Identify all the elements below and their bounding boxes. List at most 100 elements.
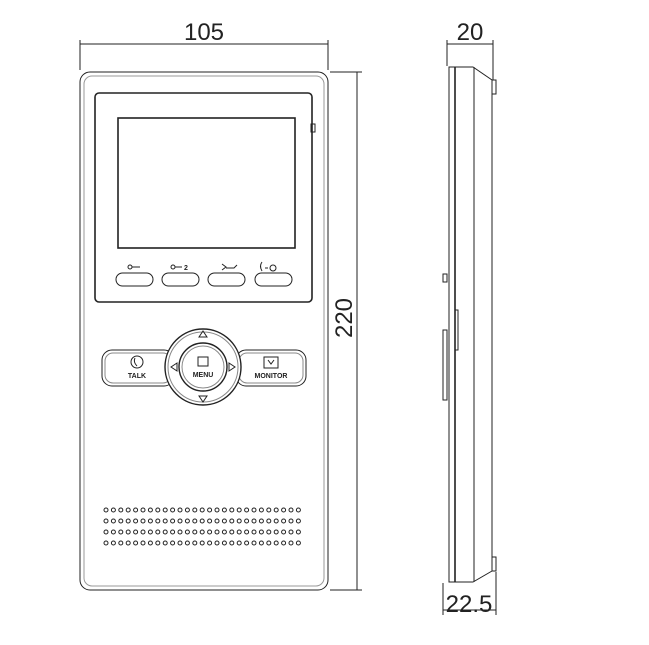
- speaker-hole: [133, 540, 139, 546]
- speaker-hole: [103, 507, 109, 513]
- speaker-hole: [192, 518, 198, 524]
- right-arrow-icon[interactable]: [228, 362, 236, 372]
- speaker-hole: [192, 507, 198, 513]
- speaker-hole: [295, 529, 301, 535]
- speaker-hole: [295, 540, 301, 546]
- speaker-hole: [214, 540, 220, 546]
- speaker-hole: [251, 540, 257, 546]
- handset-transfer-icon: [260, 261, 277, 272]
- menu-button[interactable]: [178, 342, 228, 392]
- speaker-hole: [251, 518, 257, 524]
- menu-icon: [197, 356, 209, 367]
- speaker-hole: [147, 518, 153, 524]
- talk-icon: [130, 355, 144, 369]
- speaker-hole: [266, 529, 272, 535]
- speaker-hole: [288, 529, 294, 535]
- speaker-hole: [221, 518, 227, 524]
- speaker-hole: [147, 540, 153, 546]
- speaker-hole: [110, 529, 116, 535]
- speaker-hole: [258, 507, 264, 513]
- speaker-hole: [177, 529, 183, 535]
- menu-label: MENU: [193, 372, 214, 379]
- speaker-hole: [273, 518, 279, 524]
- speaker-hole: [184, 540, 190, 546]
- speaker-hole: [155, 529, 161, 535]
- speaker-hole: [288, 507, 294, 513]
- speaker-hole: [125, 507, 131, 513]
- speaker-hole: [170, 518, 176, 524]
- speaker-hole: [184, 507, 190, 513]
- speaker-hole: [236, 540, 242, 546]
- speaker-hole: [192, 529, 198, 535]
- key2-icon: 2: [170, 264, 188, 272]
- speaker-hole: [295, 518, 301, 524]
- speaker-hole: [133, 507, 139, 513]
- speaker-hole: [236, 529, 242, 535]
- left-arrow-icon[interactable]: [170, 362, 178, 372]
- speaker-hole: [162, 507, 168, 513]
- speaker-hole: [155, 507, 161, 513]
- speaker-hole: [229, 507, 235, 513]
- nav-cluster: MENU TALK MONITOR: [101, 328, 307, 406]
- speaker-hole: [118, 529, 124, 535]
- unlock2-button[interactable]: [161, 272, 200, 287]
- speaker-hole: [214, 507, 220, 513]
- speaker-hole: [184, 529, 190, 535]
- speaker-hole: [170, 540, 176, 546]
- speaker-hole: [118, 518, 124, 524]
- speaker-hole: [162, 540, 168, 546]
- side-view: 20 22.5: [442, 19, 497, 618]
- speaker-hole: [266, 540, 272, 546]
- speaker-hole: [258, 540, 264, 546]
- unlock1-button[interactable]: [115, 272, 154, 287]
- speaker-hole: [266, 507, 272, 513]
- speaker-hole: [288, 540, 294, 546]
- transfer-button[interactable]: [254, 272, 293, 287]
- speaker-hole: [118, 507, 124, 513]
- speaker-hole: [170, 507, 176, 513]
- speaker-hole: [125, 540, 131, 546]
- speaker-hole: [199, 540, 205, 546]
- speaker-hole: [288, 518, 294, 524]
- light-button[interactable]: [207, 272, 246, 287]
- speaker-hole: [207, 529, 213, 535]
- width-label: 105: [184, 19, 224, 46]
- screen-bezel: [94, 92, 313, 303]
- speaker-hole: [170, 529, 176, 535]
- speaker-hole: [251, 529, 257, 535]
- talk-label: TALK: [128, 373, 146, 380]
- key-icon: [127, 264, 140, 270]
- speaker-hole: [295, 507, 301, 513]
- speaker-hole: [273, 540, 279, 546]
- speaker-hole: [177, 540, 183, 546]
- speaker-hole: [103, 529, 109, 535]
- speaker-hole: [273, 507, 279, 513]
- down-arrow-icon[interactable]: [198, 395, 208, 403]
- speaker-hole: [118, 540, 124, 546]
- speaker-hole: [162, 518, 168, 524]
- light-icon: [221, 263, 238, 271]
- up-arrow-icon[interactable]: [198, 330, 208, 338]
- speaker-hole: [147, 507, 153, 513]
- height-label: 220: [331, 298, 358, 338]
- monitor-icon: [263, 356, 279, 369]
- speaker-hole: [229, 518, 235, 524]
- speaker-hole: [258, 529, 264, 535]
- speaker-hole: [177, 507, 183, 513]
- soft-keys: 2: [115, 261, 293, 287]
- speaker-hole: [266, 518, 272, 524]
- speaker-hole: [244, 507, 250, 513]
- speaker-hole: [207, 507, 213, 513]
- speaker-hole: [258, 518, 264, 524]
- speaker-hole: [103, 518, 109, 524]
- speaker-hole: [110, 507, 116, 513]
- speaker-hole: [192, 540, 198, 546]
- speaker-hole: [281, 540, 287, 546]
- speaker-hole: [281, 507, 287, 513]
- speaker-hole: [207, 540, 213, 546]
- speaker-hole: [221, 529, 227, 535]
- speaker-hole: [147, 529, 153, 535]
- speaker-hole: [229, 540, 235, 546]
- screen: [117, 117, 296, 249]
